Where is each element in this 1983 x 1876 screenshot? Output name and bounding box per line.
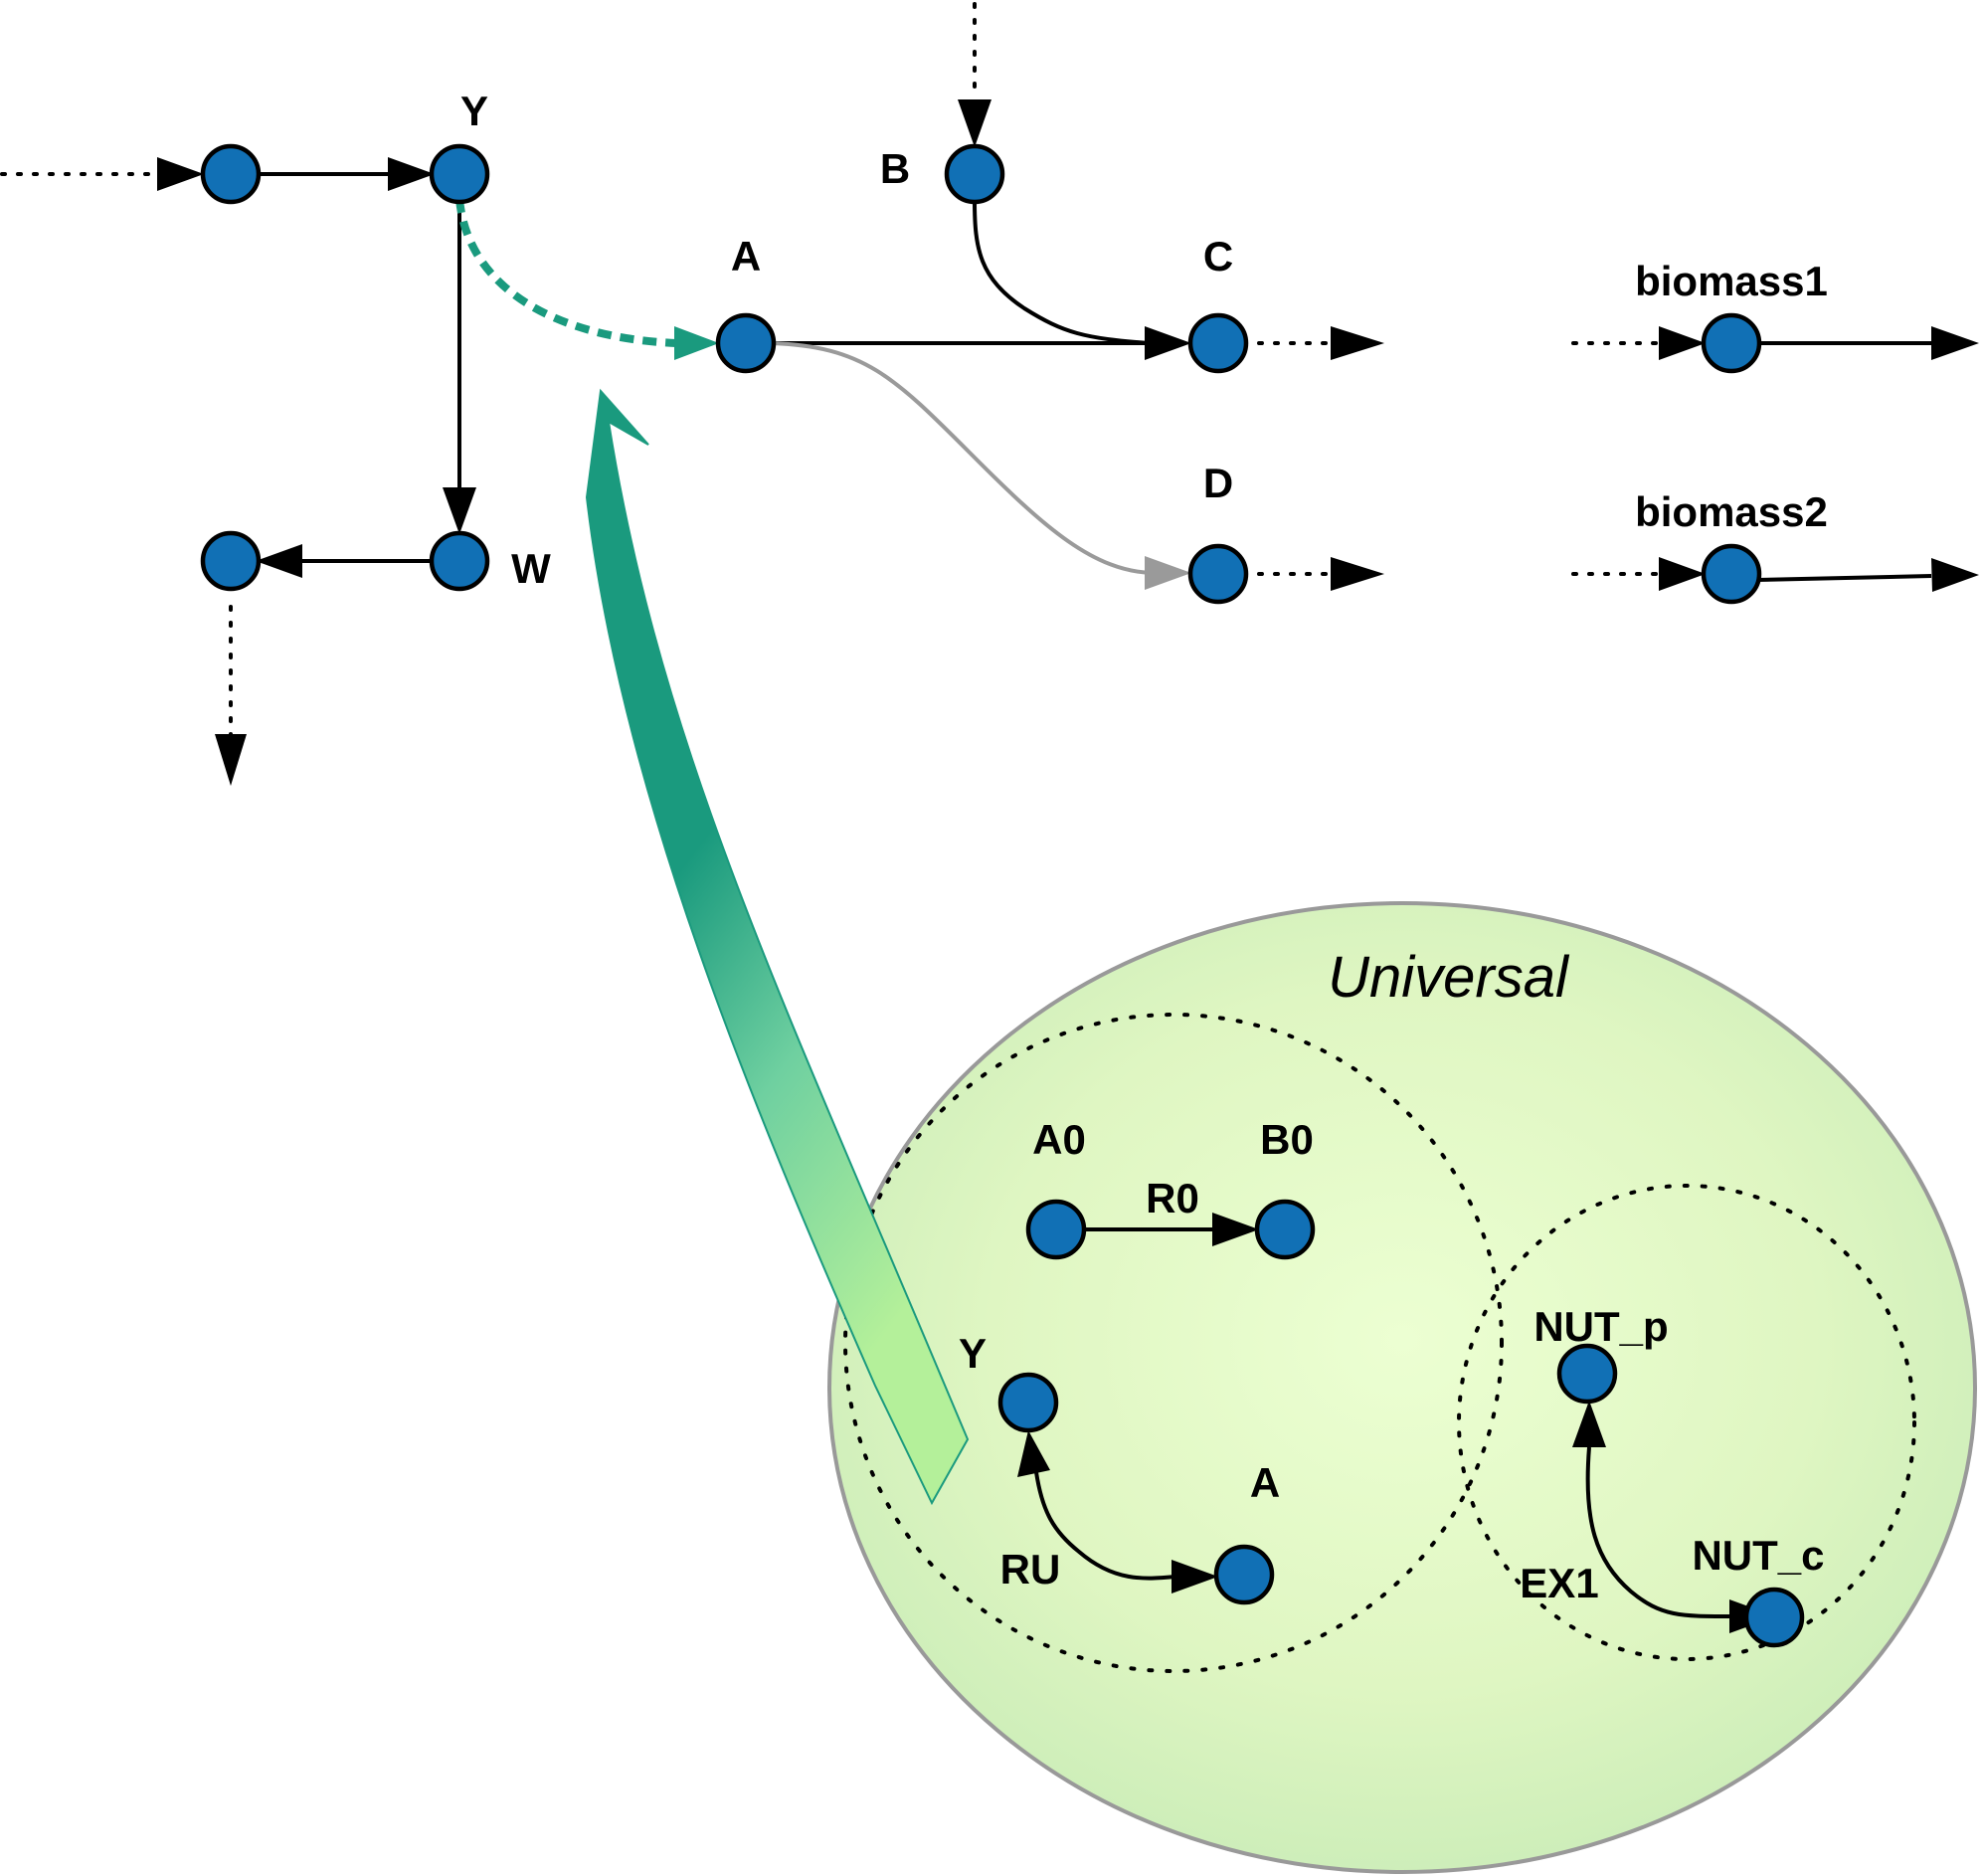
node-biomass2 <box>1701 543 1762 605</box>
edge-Y-A-RU <box>1034 1471 1176 1581</box>
universal-title: Universal <box>1328 945 1570 1010</box>
arrowhead <box>157 157 204 191</box>
label-W: W <box>511 545 551 592</box>
node-A <box>715 312 777 374</box>
label-RU: RU <box>1000 1546 1061 1593</box>
label-B0: B0 <box>1260 1116 1314 1163</box>
label-biomass1: biomass1 <box>1635 258 1828 304</box>
arrowhead <box>443 487 476 534</box>
label-B: B <box>880 145 910 192</box>
universal-ellipse <box>827 901 1977 1874</box>
arrowhead <box>674 326 719 360</box>
arrowhead <box>1931 558 1979 592</box>
arrowhead <box>1212 1213 1259 1246</box>
compartment-right <box>1457 1184 1916 1661</box>
label-C: C <box>1203 233 1233 280</box>
arrowhead <box>1659 326 1706 360</box>
arrowhead <box>388 157 435 191</box>
arrowhead <box>958 99 992 147</box>
arrowhead <box>1172 1560 1218 1594</box>
node-B <box>944 143 1005 205</box>
edge-A-D <box>770 341 1155 575</box>
node-C <box>1187 312 1249 374</box>
dotted-edge-Y-A <box>455 198 677 347</box>
edge-out-biomass2 <box>1755 574 1932 582</box>
edge-NUTp-NUTc-EX1 <box>1585 1446 1731 1618</box>
arrowhead <box>1017 1430 1050 1477</box>
node-universal-Y <box>997 1372 1059 1433</box>
node-D <box>1187 543 1249 605</box>
label-Y: Y <box>460 88 488 134</box>
label-A0: A0 <box>1032 1116 1086 1163</box>
node-B0 <box>1254 1199 1316 1260</box>
node-A0 <box>1025 1199 1087 1260</box>
label-NUT_p: NUT_p <box>1533 1303 1668 1350</box>
arrowhead <box>1145 556 1191 590</box>
label-R0: R0 <box>1146 1175 1199 1221</box>
node-W <box>429 530 490 592</box>
node-NUT_p <box>1556 1343 1618 1405</box>
mapping-arrow <box>585 388 970 1506</box>
arrowhead <box>1572 1401 1606 1447</box>
label-universal-Y: Y <box>959 1330 987 1377</box>
compartment-left <box>843 1013 1504 1673</box>
arrowhead <box>215 734 247 786</box>
arrowhead <box>1659 557 1706 591</box>
arrowhead <box>1931 326 1979 360</box>
node-universal-A <box>1213 1544 1275 1605</box>
label-universal-A: A <box>1250 1459 1280 1506</box>
arrowhead <box>256 544 302 578</box>
node-Y <box>429 143 490 205</box>
label-A: A <box>731 233 761 280</box>
edge-B-C <box>973 200 1150 345</box>
label-EX1: EX1 <box>1520 1560 1598 1606</box>
arrowhead <box>1331 557 1384 591</box>
node-NUT_c <box>1743 1587 1805 1648</box>
node-biomass1 <box>1701 312 1762 374</box>
arrowhead <box>1331 326 1384 360</box>
label-NUT_c: NUT_c <box>1692 1532 1824 1579</box>
arrowhead <box>1145 326 1191 360</box>
node-n1 <box>200 143 262 205</box>
label-D: D <box>1203 460 1233 506</box>
node-n4 <box>200 530 262 592</box>
label-biomass2: biomass2 <box>1635 488 1828 535</box>
